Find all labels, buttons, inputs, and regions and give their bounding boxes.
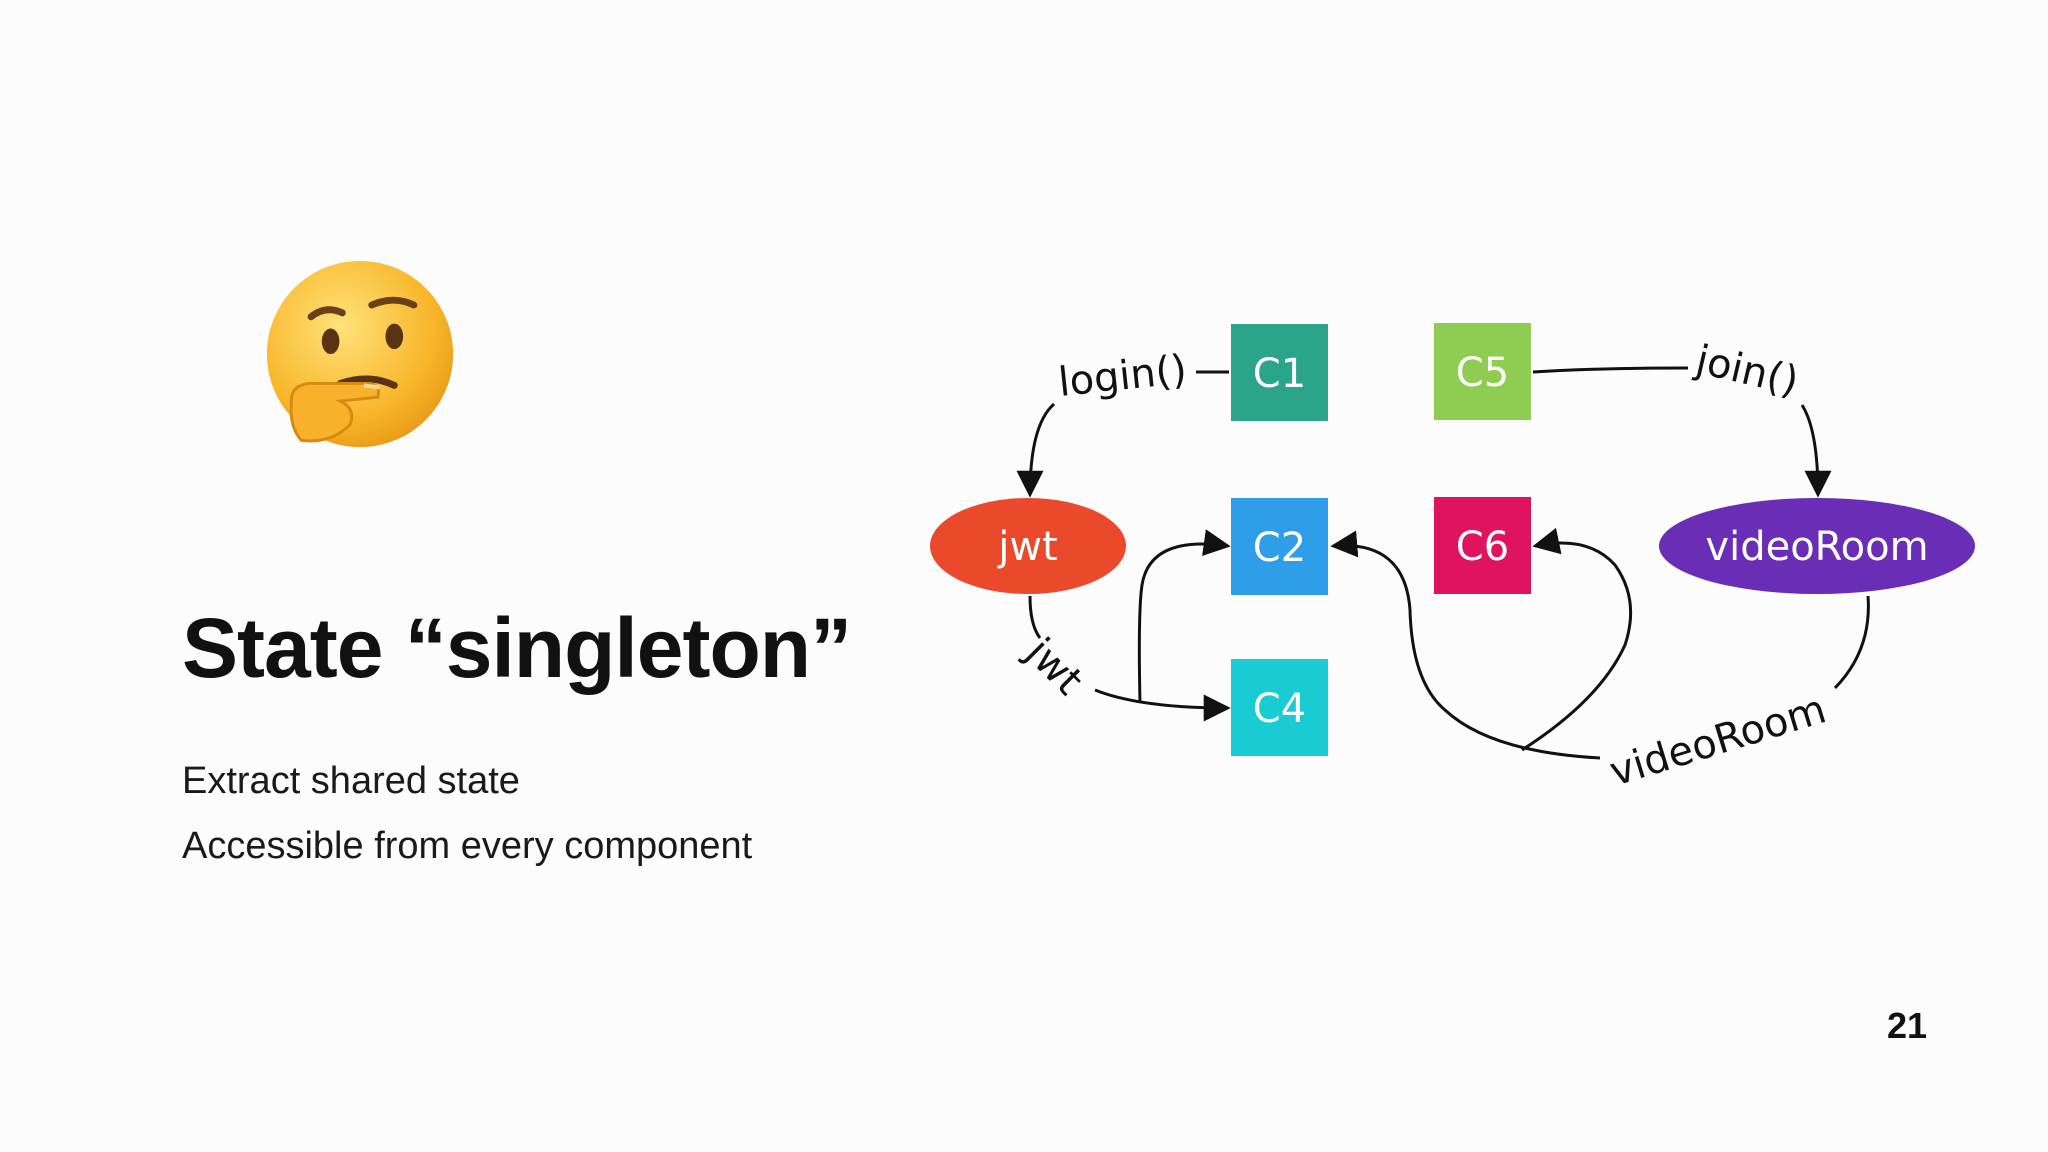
node-c4-label: C4 (1253, 686, 1306, 732)
page-number: 21 (1886, 1005, 1927, 1046)
node-jwt: jwt (930, 498, 1126, 594)
node-videoroom-label: videoRoom (1705, 524, 1928, 570)
node-c6-box (1434, 497, 1531, 594)
edge-label-jwt: jwt (1016, 629, 1091, 704)
node-videoroom-ellipse (1659, 498, 1975, 594)
edge-jwt-c2 (1137, 529, 1231, 704)
node-c5-label: C5 (1456, 350, 1509, 396)
edge-label-videoroom: videoRoom (1604, 686, 1831, 795)
edge-videoroom-down (1833, 595, 1870, 690)
node-c5: C5 (1434, 323, 1531, 420)
node-c2: C2 (1231, 498, 1328, 595)
edge-jwt-down (1028, 595, 1042, 639)
edge-videoroom-c6 (1521, 527, 1633, 752)
node-jwt-label: jwt (997, 524, 1058, 570)
edge-label-join: join() (1691, 337, 1803, 405)
node-videoroom: videoRoom (1659, 498, 1975, 594)
thinking-face-icon (266, 260, 454, 448)
node-c4: C4 (1231, 659, 1328, 756)
edge-join-videoroom (1800, 404, 1832, 498)
node-c6-label: C6 (1456, 524, 1509, 570)
node-c5-box (1434, 323, 1531, 420)
node-c2-label: C2 (1253, 525, 1306, 571)
node-c1: C1 (1231, 324, 1328, 421)
node-c1-label: C1 (1253, 351, 1306, 397)
node-jwt-ellipse (930, 498, 1126, 594)
edge-jwt-c4 (1094, 688, 1231, 722)
edge-label-login: login() (1056, 347, 1189, 406)
edge-c5-join (1532, 366, 1689, 374)
node-c4-box (1231, 659, 1328, 756)
node-c6: C6 (1434, 497, 1531, 594)
bullet-extract: Extract shared state (182, 760, 520, 802)
node-c2-box (1231, 498, 1328, 595)
slide-title: State “singleton” (182, 601, 852, 695)
node-c1-box (1231, 324, 1328, 421)
edge-videoroom-c2 (1330, 530, 1601, 760)
edge-login-jwt (1016, 402, 1056, 498)
bullet-accessible: Accessible from every component (182, 825, 753, 867)
